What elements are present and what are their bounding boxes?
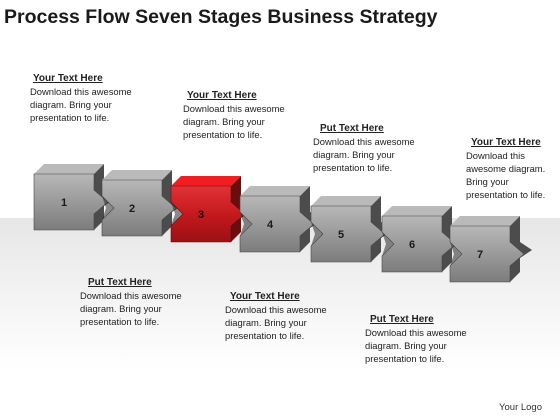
piece-top-face (382, 206, 452, 216)
note-body: Download this awesome diagram. Bring you… (80, 290, 182, 327)
piece-number-label: 5 (338, 229, 344, 241)
piece-top-face (171, 176, 241, 186)
puzzle-piece-4: 4 (239, 186, 322, 253)
note-body: Download this awesome diagram. Bring you… (225, 304, 327, 341)
piece-number-label: 4 (267, 219, 274, 231)
note-body: Download this awesome diagram. Bring you… (466, 150, 546, 200)
note-stage-3: Your Text Here Download this awesome dia… (183, 89, 295, 141)
note-body: Download this awesome diagram. Bring you… (365, 327, 467, 364)
piece-front-face (33, 173, 109, 231)
piece-side-face (510, 216, 532, 282)
logo-text: Your Logo (499, 402, 542, 413)
puzzle-piece-7: 7 (449, 216, 532, 283)
piece-front-face (170, 185, 246, 243)
piece-front-face (449, 225, 525, 283)
note-body: Download this awesome diagram. Bring you… (313, 136, 415, 173)
piece-front-face (381, 215, 457, 273)
note-heading: Your Text Here (33, 73, 103, 84)
puzzle-piece-5: 5 (310, 196, 393, 263)
note-heading: Your Text Here (230, 291, 300, 302)
piece-notch-shadow (102, 196, 114, 220)
piece-notch-shadow (450, 242, 462, 266)
note-heading: Put Text Here (320, 123, 384, 134)
note-stage-6: Your Text Here Download this awesome dia… (466, 136, 556, 201)
note-heading: Put Text Here (88, 277, 152, 288)
piece-number-label: 1 (61, 197, 67, 209)
note-stage-4: Your Text Here Download this awesome dia… (225, 290, 337, 342)
note-stage-1: Your Text Here Download this awesome dia… (30, 72, 142, 124)
piece-number-label: 6 (409, 239, 415, 251)
piece-front-face (101, 179, 177, 237)
note-stage-2: Put Text Here Download this awesome diag… (80, 276, 192, 328)
piece-top-face (311, 196, 381, 206)
note-stage-5: Put Text Here Download this awesome diag… (313, 122, 425, 174)
piece-front-face (239, 195, 315, 253)
piece-notch-shadow (382, 232, 394, 256)
note-heading: Your Text Here (187, 90, 257, 101)
page-title: Process Flow Seven Stages Business Strat… (4, 6, 438, 28)
piece-number-label: 7 (477, 249, 483, 261)
piece-number-label: 2 (129, 203, 135, 215)
note-heading: Your Text Here (471, 137, 541, 148)
piece-front-face (310, 205, 386, 263)
piece-top-face (34, 164, 104, 174)
note-heading: Put Text Here (370, 314, 434, 325)
piece-notch-shadow (311, 222, 323, 246)
piece-top-face (240, 186, 310, 196)
note-body: Download this awesome diagram. Bring you… (183, 103, 285, 140)
note-body: Download this awesome diagram. Bring you… (30, 86, 132, 123)
note-stage-7: Put Text Here Download this awesome diag… (365, 313, 477, 365)
piece-notch-shadow (240, 212, 252, 236)
piece-notch-shadow (171, 202, 183, 226)
piece-top-face (450, 216, 520, 226)
piece-top-face (102, 170, 172, 180)
piece-number-label: 3 (198, 209, 204, 221)
